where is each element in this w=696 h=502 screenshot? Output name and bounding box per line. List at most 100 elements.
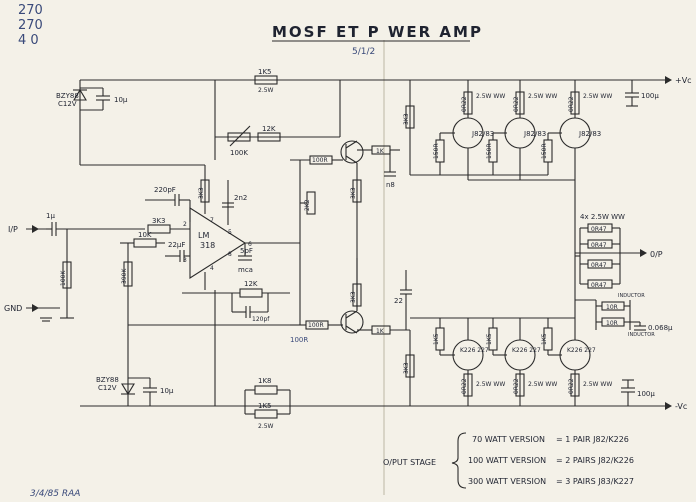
svg-text:J82/83: J82/83 (523, 130, 546, 138)
mosfet-top-3: J82/83 (548, 80, 601, 300)
svg-text:2.5W WW: 2.5W WW (476, 381, 505, 388)
resistor-3k3-input: 3K3 (147, 217, 190, 234)
resistor-10k: 10K (120, 231, 165, 248)
mosfet-bottom-3: K226 227 (548, 300, 596, 406)
cap-input-1u: 1µ (46, 212, 145, 236)
resistor-3k3-driver-bottom: 3K3 (350, 258, 362, 311)
svg-text:-Vc: -Vc (675, 402, 687, 411)
svg-text:2.5W WW: 2.5W WW (528, 93, 557, 100)
resistor-1k5-top: 1K5 2.5W (214, 68, 278, 160)
svg-text:0/P: 0/P (650, 250, 663, 259)
svg-text:0R47: 0R47 (591, 262, 607, 269)
resistor-3k3-driver: 3K3 (350, 163, 362, 310)
cap-n8: n8 (384, 150, 396, 189)
svg-text:2.5W WW: 2.5W WW (583, 93, 612, 100)
svg-text:mca: mca (238, 266, 253, 274)
title-note: 5/1/2 (352, 47, 375, 57)
svg-text:0R22: 0R22 (461, 378, 468, 394)
svg-text:7: 7 (210, 217, 214, 224)
svg-text:0R22: 0R22 (568, 378, 575, 394)
page-title: MOSF ET P WER AMP (272, 23, 483, 41)
cap-top-10u: 10µ (80, 87, 128, 111)
svg-text:LM: LM (198, 231, 209, 240)
svg-text:100K: 100K (230, 149, 248, 157)
svg-text:3K3: 3K3 (350, 187, 357, 199)
svg-text:10K: 10K (138, 231, 152, 239)
svg-text:1K: 1K (376, 328, 385, 335)
positive-rail: +Vc (80, 76, 692, 85)
svg-text:120pf: 120pf (252, 316, 270, 323)
source-resistors-bottom: 0R22 0R22 0R22 2.5W WW 2.5W WW 2.5W WW (461, 373, 612, 397)
gate-resistors-top: 150R 150R 150R (410, 133, 553, 176)
cap-5pf: 5pF mca (238, 243, 253, 274)
svg-text:0R47: 0R47 (591, 242, 607, 249)
svg-text:390K: 390K (121, 268, 128, 284)
svg-text:1K5: 1K5 (486, 333, 493, 345)
svg-text:1K: 1K (376, 148, 385, 155)
resistor-100r-top: 100R (290, 155, 343, 165)
svg-text:0R22: 0R22 (461, 96, 468, 112)
ground-terminal: GND (4, 304, 60, 322)
version-100-pairs: = 2 PAIRS J82/K226 (556, 456, 634, 465)
svg-text:5: 5 (228, 229, 232, 236)
svg-text:C12V: C12V (58, 100, 77, 108)
svg-text:1µ: 1µ (46, 212, 55, 220)
version-100-watt: 100 WATT VERSION (468, 456, 546, 465)
resistor-100r-bottom: 100R 100R (290, 320, 343, 344)
cap-bottom-10u: 10µ (128, 377, 174, 406)
input-terminal: I/P (8, 225, 46, 234)
svg-text:5pF: 5pF (240, 247, 253, 255)
mosfet-bottom-2: K226 227 (493, 318, 541, 406)
svg-text:J82/83: J82/83 (471, 130, 494, 138)
cap-100u-bottom: 100µ (621, 379, 655, 406)
svg-text:22: 22 (394, 297, 403, 305)
svg-text:0R22: 0R22 (513, 378, 520, 394)
svg-text:INDUCTOR: INDUCTOR (628, 332, 655, 338)
svg-text:C12V: C12V (98, 384, 117, 392)
svg-text:3: 3 (183, 257, 187, 264)
svg-text:K226 227: K226 227 (460, 347, 489, 354)
svg-text:10R: 10R (606, 304, 618, 311)
zobel-network: INDUCTOR INDUCTOR 10R 10R 0.068µ (575, 293, 673, 338)
svg-text:K226 227: K226 227 (567, 347, 596, 354)
margin-note-3: 4 0 (18, 33, 39, 48)
svg-text:1K5: 1K5 (258, 68, 272, 76)
margin-note-1: 270 (18, 3, 43, 18)
svg-text:2.5W WW: 2.5W WW (476, 93, 505, 100)
svg-text:INDUCTOR: INDUCTOR (618, 293, 645, 299)
svg-text:0R22: 0R22 (568, 96, 575, 112)
svg-text:BZY88: BZY88 (56, 92, 79, 100)
svg-text:2: 2 (183, 221, 187, 228)
resistor-3k3-bottom-right: 3K3 (403, 330, 415, 406)
svg-text:1K5: 1K5 (541, 333, 548, 345)
svg-text:2.5W: 2.5W (258, 423, 274, 430)
svg-text:1K5: 1K5 (433, 333, 440, 345)
resistor-1k-top: 1K (357, 145, 400, 155)
svg-text:0R47: 0R47 (591, 226, 607, 233)
op-amp-lm318: LM 318 2 3 7 5 8 4 6 (183, 206, 252, 280)
output-terminal: 0/P (575, 249, 663, 259)
svg-text:150R: 150R (433, 143, 440, 159)
svg-text:+Vc: +Vc (675, 76, 692, 85)
resistor-1k5-bottom: 1K5 2.5W (244, 390, 291, 430)
svg-text:8: 8 (228, 251, 232, 258)
svg-text:3K3: 3K3 (403, 362, 410, 374)
date-signature: 3/4/85 RAA (30, 489, 80, 499)
svg-text:3K3: 3K3 (403, 113, 410, 125)
svg-text:2.5W WW: 2.5W WW (528, 381, 557, 388)
svg-text:GND: GND (4, 304, 22, 313)
resistor-1k8: 1K8 (214, 290, 290, 406)
svg-text:1K5: 1K5 (258, 402, 272, 410)
output-stage-label: O/PUT STAGE (383, 458, 436, 467)
output-stage-table: O/PUT STAGE 70 WATT VERSION = 1 PAIR J82… (383, 432, 634, 489)
svg-text:10µ: 10µ (114, 96, 128, 104)
resistor-100k-input: 100K (60, 229, 74, 319)
svg-text:3K3: 3K3 (350, 291, 357, 303)
resistor-1k-bottom: 1K (357, 325, 410, 335)
svg-text:100µ: 100µ (641, 92, 659, 100)
driver-transistor-top (339, 80, 364, 164)
resistor-12k-top: 12K (257, 125, 281, 142)
svg-text:100µ: 100µ (637, 390, 655, 398)
svg-text:150R: 150R (486, 143, 493, 159)
zener-bottom: BZY88 C12V (96, 325, 135, 406)
